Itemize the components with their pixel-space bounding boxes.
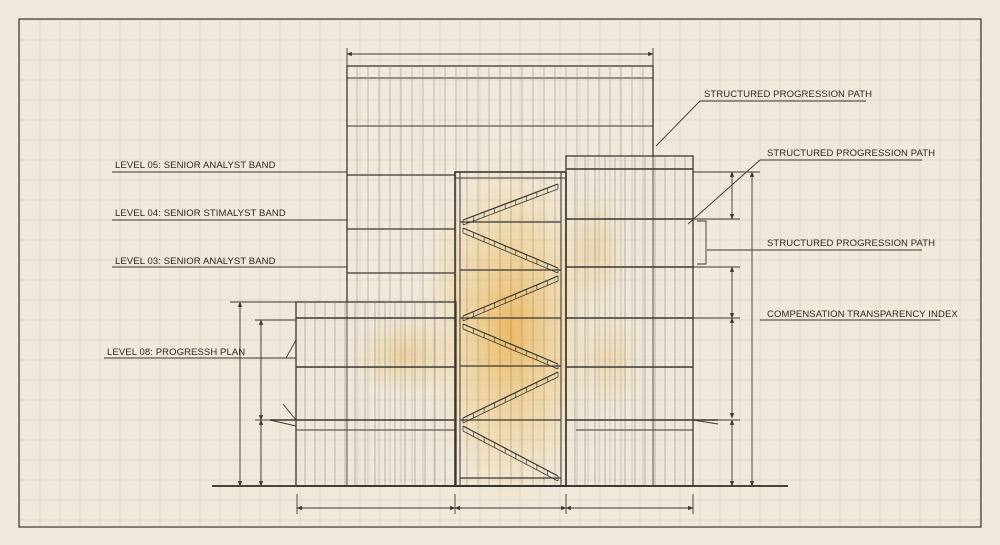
callout-leaders	[104, 100, 940, 359]
label-compensation-index: COMPENSATION TRANSPARENCY INDEX	[767, 309, 958, 320]
block-right	[565, 155, 719, 487]
sheet-border	[18, 18, 982, 528]
label-level-04: LEVEL 04: SENIOR STIMALYST BAND	[115, 208, 286, 219]
line-stroke	[462, 323, 559, 365]
label-level-03: LEVEL 03: SENIOR ANALYST BAND	[115, 256, 276, 267]
line-stroke	[462, 425, 559, 477]
label-progression-path-top: STRUCTURED PROGRESSION PATH	[704, 89, 872, 100]
line-stroke	[462, 183, 559, 221]
line-stroke	[462, 430, 559, 482]
label-level-08: LEVEL 08: PROGRESSH PLAN	[107, 347, 245, 358]
label-level-05: LEVEL 05: SENIOR ANALYST BAND	[115, 160, 276, 171]
line-stroke	[462, 275, 559, 317]
callout-labels: LEVEL 05: SENIOR ANALYST BAND LEVEL 04: …	[107, 89, 958, 358]
stair-core	[454, 171, 567, 487]
line-stroke	[462, 232, 559, 274]
line-stroke	[462, 371, 559, 419]
line-stroke	[462, 188, 559, 226]
block-left	[269, 301, 457, 487]
line-stroke	[462, 280, 559, 322]
dimension-lines	[230, 48, 760, 514]
line-stroke	[462, 227, 559, 269]
line-stroke	[462, 376, 559, 424]
label-progression-path-lower: STRUCTURED PROGRESSION PATH	[767, 238, 935, 249]
line-stroke	[462, 328, 559, 370]
label-progression-path-middle: STRUCTURED PROGRESSION PATH	[767, 148, 935, 159]
